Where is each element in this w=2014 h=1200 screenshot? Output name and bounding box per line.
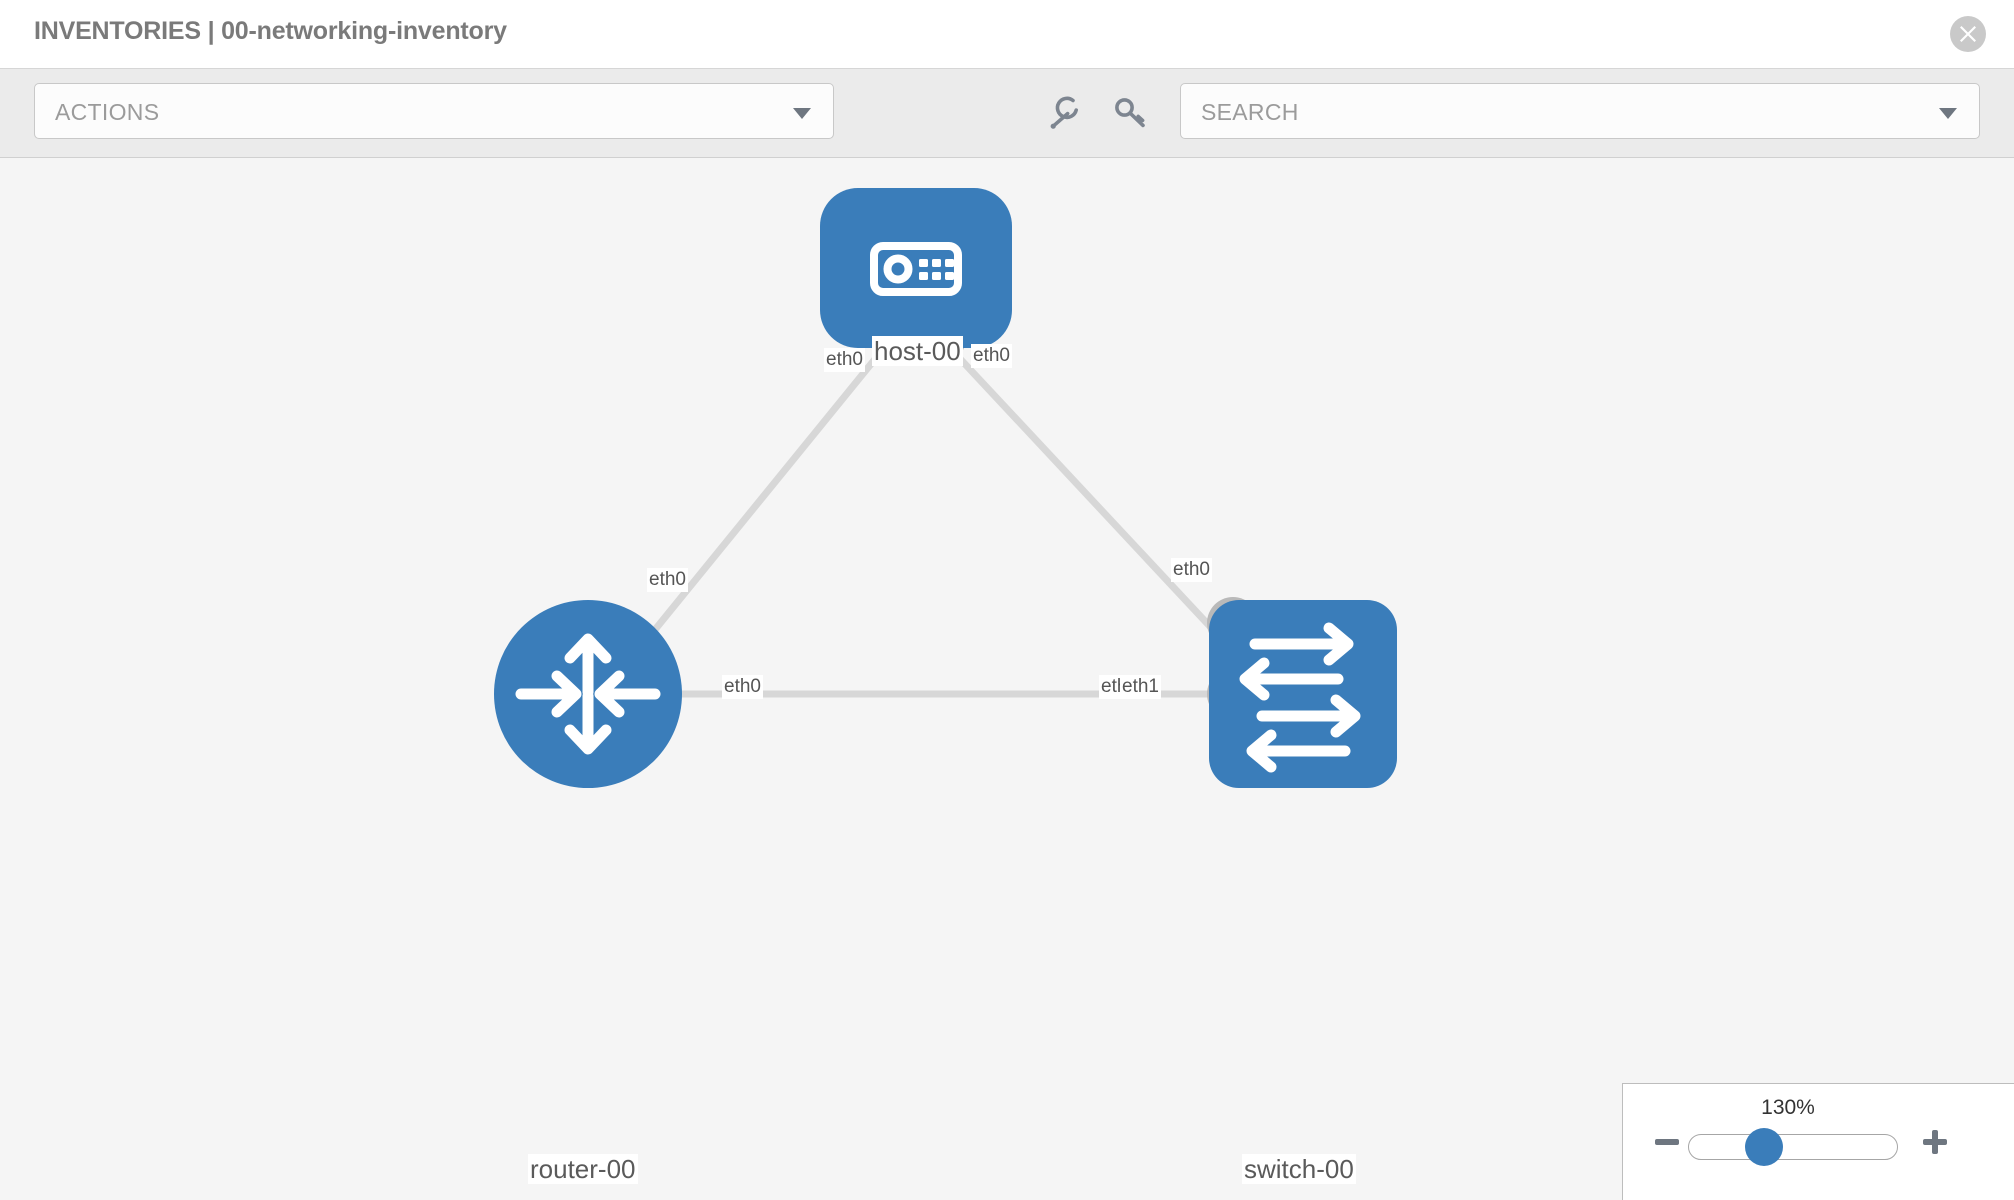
close-icon[interactable] bbox=[1950, 16, 1986, 52]
node-host-00[interactable] bbox=[820, 188, 1012, 348]
chevron-down-icon[interactable] bbox=[1939, 108, 1957, 119]
router-arrows-icon bbox=[515, 633, 661, 755]
topology-graph bbox=[494, 188, 1397, 788]
server-icon bbox=[870, 242, 962, 296]
node-router-00[interactable] bbox=[494, 600, 682, 788]
topology-canvas[interactable]: eth0 eth0 eth0 eth0 eth0 eth eth1 host-0… bbox=[0, 158, 2014, 1200]
interface-label: eth0 bbox=[824, 348, 865, 372]
switch-arrows-icon bbox=[1239, 622, 1361, 773]
toolbar: ACTIONS SEARCH bbox=[0, 68, 2014, 158]
search-input[interactable]: SEARCH bbox=[1180, 83, 1980, 139]
plus-icon[interactable] bbox=[1921, 1128, 1949, 1156]
node-switch-00[interactable] bbox=[1209, 600, 1397, 788]
interface-label: eth0 bbox=[722, 675, 763, 699]
node-label-router: router-00 bbox=[528, 1154, 638, 1184]
chevron-down-icon bbox=[793, 108, 811, 119]
zoom-control-panel: 130% bbox=[1622, 1083, 2014, 1200]
interface-label: eth0 bbox=[1171, 558, 1212, 582]
key-icon[interactable] bbox=[1110, 93, 1150, 133]
search-placeholder: SEARCH bbox=[1201, 99, 1299, 125]
page-header: INVENTORIES | 00-networking-inventory bbox=[0, 0, 2014, 68]
node-label-switch: switch-00 bbox=[1242, 1154, 1356, 1184]
interface-label: eth0 bbox=[647, 568, 688, 592]
page-title: INVENTORIES | 00-networking-inventory bbox=[34, 17, 507, 45]
zoom-slider-track[interactable] bbox=[1688, 1134, 1898, 1160]
zoom-level-value: 130% bbox=[1761, 1096, 1815, 1119]
zoom-slider-thumb[interactable] bbox=[1745, 1128, 1783, 1166]
interface-label: eth0 bbox=[971, 344, 1012, 368]
actions-dropdown[interactable]: ACTIONS bbox=[34, 83, 834, 139]
wrench-icon[interactable] bbox=[1044, 93, 1084, 133]
actions-dropdown-label: ACTIONS bbox=[55, 99, 160, 125]
interface-label: eth1 bbox=[1120, 675, 1161, 699]
node-label-host: host-00 bbox=[872, 336, 963, 366]
minus-icon[interactable] bbox=[1653, 1128, 1681, 1156]
link-host-router bbox=[632, 344, 888, 657]
link-host-switch bbox=[946, 344, 1236, 654]
